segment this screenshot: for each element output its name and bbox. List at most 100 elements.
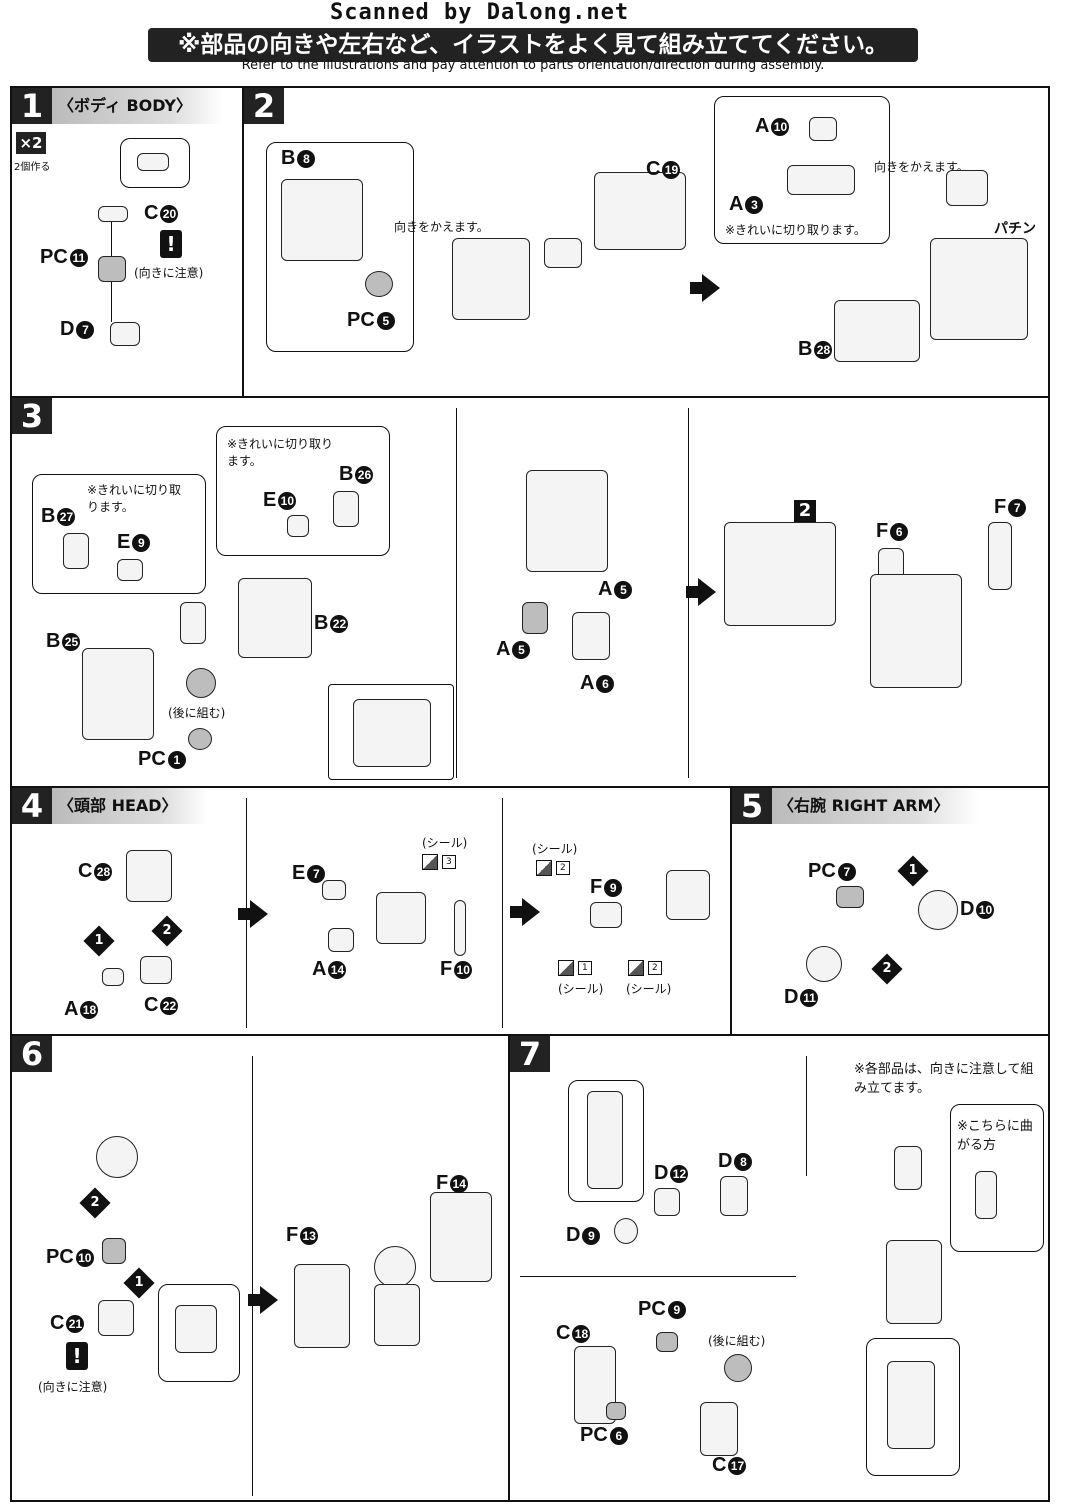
part-pc7: [836, 886, 864, 908]
divider: [806, 1056, 807, 1176]
part-arm-cup: [374, 1284, 420, 1346]
forearm-callout: [866, 1338, 960, 1476]
step-number: 4: [12, 788, 52, 824]
step-number: 7: [510, 1036, 550, 1072]
order-2: 2: [871, 953, 903, 985]
part-hinge: [946, 170, 988, 206]
bend-callout: ※こちらに曲がる方: [950, 1104, 1044, 1252]
part-f10: [454, 900, 466, 956]
part-a18: [102, 968, 124, 986]
assembly-line: [111, 282, 112, 322]
part-e10: [287, 515, 309, 537]
seal-label-4: (シール): [626, 982, 672, 996]
title-bar: [148, 28, 918, 62]
part-pc5: [365, 271, 393, 297]
d12-callout: [568, 1080, 644, 1202]
part-c22: [140, 956, 172, 984]
part-detail: [587, 1091, 623, 1189]
part-c28: [126, 850, 172, 902]
divider: [456, 408, 457, 778]
next-arrow: [690, 274, 720, 302]
part-a5-a: [522, 602, 548, 634]
seal-3: 3: [422, 854, 456, 870]
part-insert: [180, 602, 206, 644]
divider: [520, 1276, 796, 1277]
step-number: 2: [244, 88, 284, 124]
later-icon: [186, 668, 216, 698]
part-a3: [787, 165, 855, 195]
assembly-line: [111, 222, 112, 256]
orientation-note: (向きに注意): [134, 266, 204, 280]
part-f14: [430, 1192, 492, 1282]
part-b28: [834, 300, 920, 362]
later-icon: [724, 1354, 752, 1382]
part-a14: [328, 928, 354, 952]
orientation-note: (向きに注意): [38, 1380, 108, 1394]
part-head: [666, 870, 710, 920]
step-number: 1: [12, 88, 52, 124]
later-note: (後に組む): [708, 1334, 766, 1348]
part-arm-joint: [374, 1246, 416, 1288]
step-tag: 〈ボディ BODY〉: [52, 88, 222, 124]
seal-label-2: (シール): [532, 842, 578, 856]
qty-note: 2個作る: [14, 162, 51, 173]
part-b26: [333, 491, 359, 527]
part-side: [870, 574, 962, 688]
part-torso-bottom: [526, 470, 608, 572]
part-d10: [918, 890, 958, 930]
part-b25: [82, 648, 154, 740]
part-pc9: [656, 1332, 678, 1352]
part-d7: [110, 322, 140, 346]
part-d12: [654, 1188, 680, 1216]
seal-1: 1: [558, 960, 592, 976]
part-f7: [988, 522, 1012, 590]
part-b22: [238, 578, 312, 658]
ref-step: 2: [794, 500, 816, 522]
snap-note: パチン: [994, 221, 1036, 237]
part-detail: [137, 153, 169, 171]
cut-note: ※きれいに切り取ります。: [725, 223, 866, 237]
divider: [502, 798, 503, 1028]
part-c17: [700, 1402, 738, 1456]
part-b27: [63, 533, 89, 569]
next-arrow: [686, 578, 716, 606]
part-torso: [930, 238, 1028, 340]
step-number: 6: [12, 1036, 52, 1072]
part-connector: [544, 238, 582, 268]
part-e7: [322, 880, 346, 900]
next-arrow: [248, 1286, 278, 1314]
part-d8: [720, 1176, 748, 1216]
